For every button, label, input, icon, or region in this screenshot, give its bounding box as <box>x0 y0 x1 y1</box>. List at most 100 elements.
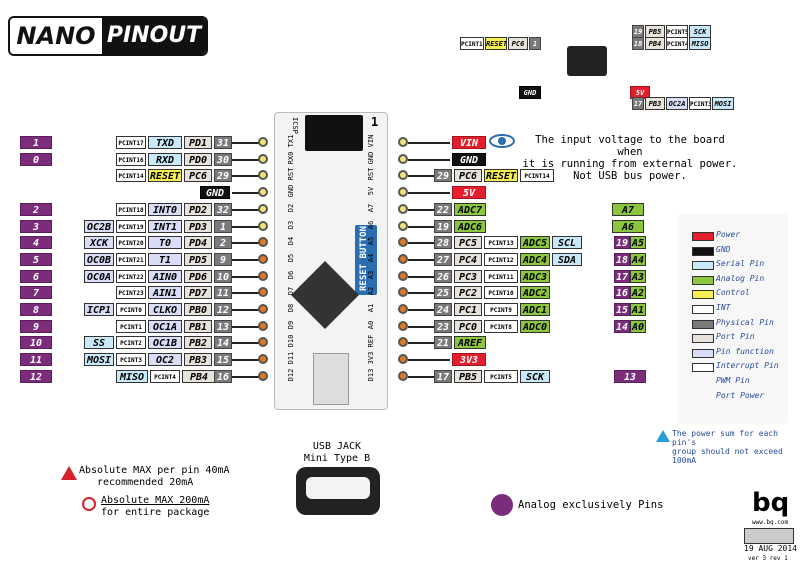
digital-pin-label: 2 <box>20 203 52 216</box>
pcint-label: PCINT5 <box>484 370 518 383</box>
physical-pin-label: 31 <box>214 136 232 149</box>
digital-pin-label: 0 <box>20 153 52 166</box>
digital-pin-label: 8 <box>20 303 52 316</box>
board-pin-label: RST <box>287 167 295 181</box>
physical-pin-label: 17 <box>434 370 452 383</box>
legend-label: Control <box>716 288 750 298</box>
alt-function: OC0A <box>84 270 114 283</box>
adc-label: ADC2 <box>520 286 550 299</box>
physical-pin-label: 19 <box>434 220 452 233</box>
adc-label: ADC1 <box>520 303 550 316</box>
icsp-diagram <box>567 46 607 76</box>
board-pin-label: REF <box>367 334 375 348</box>
pin-line <box>232 175 260 177</box>
pcint-label: PCINT18 <box>116 203 146 216</box>
pin-dot <box>398 221 408 231</box>
legend-label: Port Power <box>716 390 765 400</box>
pin-line <box>408 226 434 228</box>
function-label: INT1 <box>148 220 182 233</box>
port-label: PD6 <box>184 270 212 283</box>
pin-dot <box>258 337 268 347</box>
alt-function: OC2B <box>84 220 114 233</box>
bq-logo: bq <box>752 488 790 518</box>
title-logo: NANO PINOUT <box>8 16 208 56</box>
board-pin-label: D4 <box>287 236 295 246</box>
power-label: 3V3 <box>452 353 486 366</box>
power-label: 5V <box>452 186 486 199</box>
pin-line <box>408 192 450 194</box>
vin-note: The input voltage to the board when it i… <box>522 134 738 182</box>
function-label: OC1A <box>148 320 182 333</box>
board-pin-label: GND <box>287 184 295 198</box>
port-label: PD5 <box>184 253 212 266</box>
pcint-label: PCINT21 <box>116 253 146 266</box>
function-label: AIN1 <box>148 286 182 299</box>
adc-label: ADC4 <box>520 253 550 266</box>
legend-swatch <box>692 275 714 285</box>
legend-swatch <box>692 334 714 344</box>
function-label: TXD <box>148 136 182 149</box>
pin-line <box>408 292 434 294</box>
gnd-label: GND <box>200 186 230 199</box>
adc-label: ADC3 <box>520 270 550 283</box>
pcint-label: PCINT16 <box>116 153 146 166</box>
port-label: PD2 <box>184 203 212 216</box>
pin-dot <box>258 237 268 247</box>
digital-pin-label: 5 <box>20 253 52 266</box>
pin-dot <box>258 254 268 264</box>
brand-url: www.bq.com <box>752 519 789 526</box>
board-pin-label: D7 <box>287 286 295 296</box>
digital-pin-label: 4 <box>20 236 52 249</box>
pcint-label: PCINT20 <box>116 236 146 249</box>
legend-swatch <box>692 246 714 256</box>
function-label: RXD <box>148 153 182 166</box>
pin-line <box>232 159 260 161</box>
analog-pin-label: A7 <box>612 203 644 216</box>
nano-board: ICSP 1 RESET BUTTON <box>274 112 388 410</box>
digital-pin-label: 12 <box>20 370 52 383</box>
digital-pin-label: 3 <box>20 220 52 233</box>
icsp-top-num-1: 18 <box>632 37 644 50</box>
port-label: PC4 <box>454 253 482 266</box>
physical-pin-label: 13 <box>214 320 232 333</box>
digital-pin-label: 16 <box>614 286 630 299</box>
board-pin-label: A2 <box>367 286 375 296</box>
analog-pin-label: A5 <box>630 236 646 249</box>
physical-pin-label: 14 <box>214 336 232 349</box>
pin-line <box>232 309 260 311</box>
legend-label: Interrupt Pin <box>716 361 779 371</box>
pin-line <box>408 242 434 244</box>
analog-pin-label: A4 <box>630 253 646 266</box>
pin-line <box>232 359 260 361</box>
pcint-label: PCINT17 <box>116 136 146 149</box>
physical-pin-label: 21 <box>434 336 452 349</box>
adc-label: ADC5 <box>520 236 550 249</box>
physical-pin-label: 16 <box>214 370 232 383</box>
usb-label: USB JACK Mini Type B <box>292 441 382 465</box>
pin-dot <box>258 354 268 364</box>
function-label: T0 <box>148 236 182 249</box>
pin-dot <box>258 321 268 331</box>
physical-pin-label: 24 <box>434 303 452 316</box>
miso-label: MISO <box>116 370 148 383</box>
pin-line <box>408 376 434 378</box>
board-pin-label: D5 <box>287 253 295 263</box>
warning-1: Absolute MAX per pin 40mA recommended 20… <box>79 465 279 489</box>
legend-label: Pin function <box>716 346 774 356</box>
power-label: VIN <box>452 136 486 149</box>
pin-line <box>232 342 260 344</box>
pin-dot <box>258 304 268 314</box>
function-label: PB4 <box>182 370 216 383</box>
legend-swatch <box>692 232 714 241</box>
icsp-top-serial-1: MISO <box>689 37 711 50</box>
analog-pin-label: A2 <box>630 286 646 299</box>
function-label: INT0 <box>148 203 182 216</box>
pin-line <box>408 142 450 144</box>
physical-pin-label: 1 <box>214 220 232 233</box>
pcint-label: PCINT12 <box>484 253 518 266</box>
digital-pin-label: 15 <box>614 303 630 316</box>
digital-pin-label: 1 <box>20 136 52 149</box>
digital-pin-label: 10 <box>20 336 52 349</box>
pcint-label: PCINT22 <box>116 270 146 283</box>
pin-line <box>232 259 260 261</box>
